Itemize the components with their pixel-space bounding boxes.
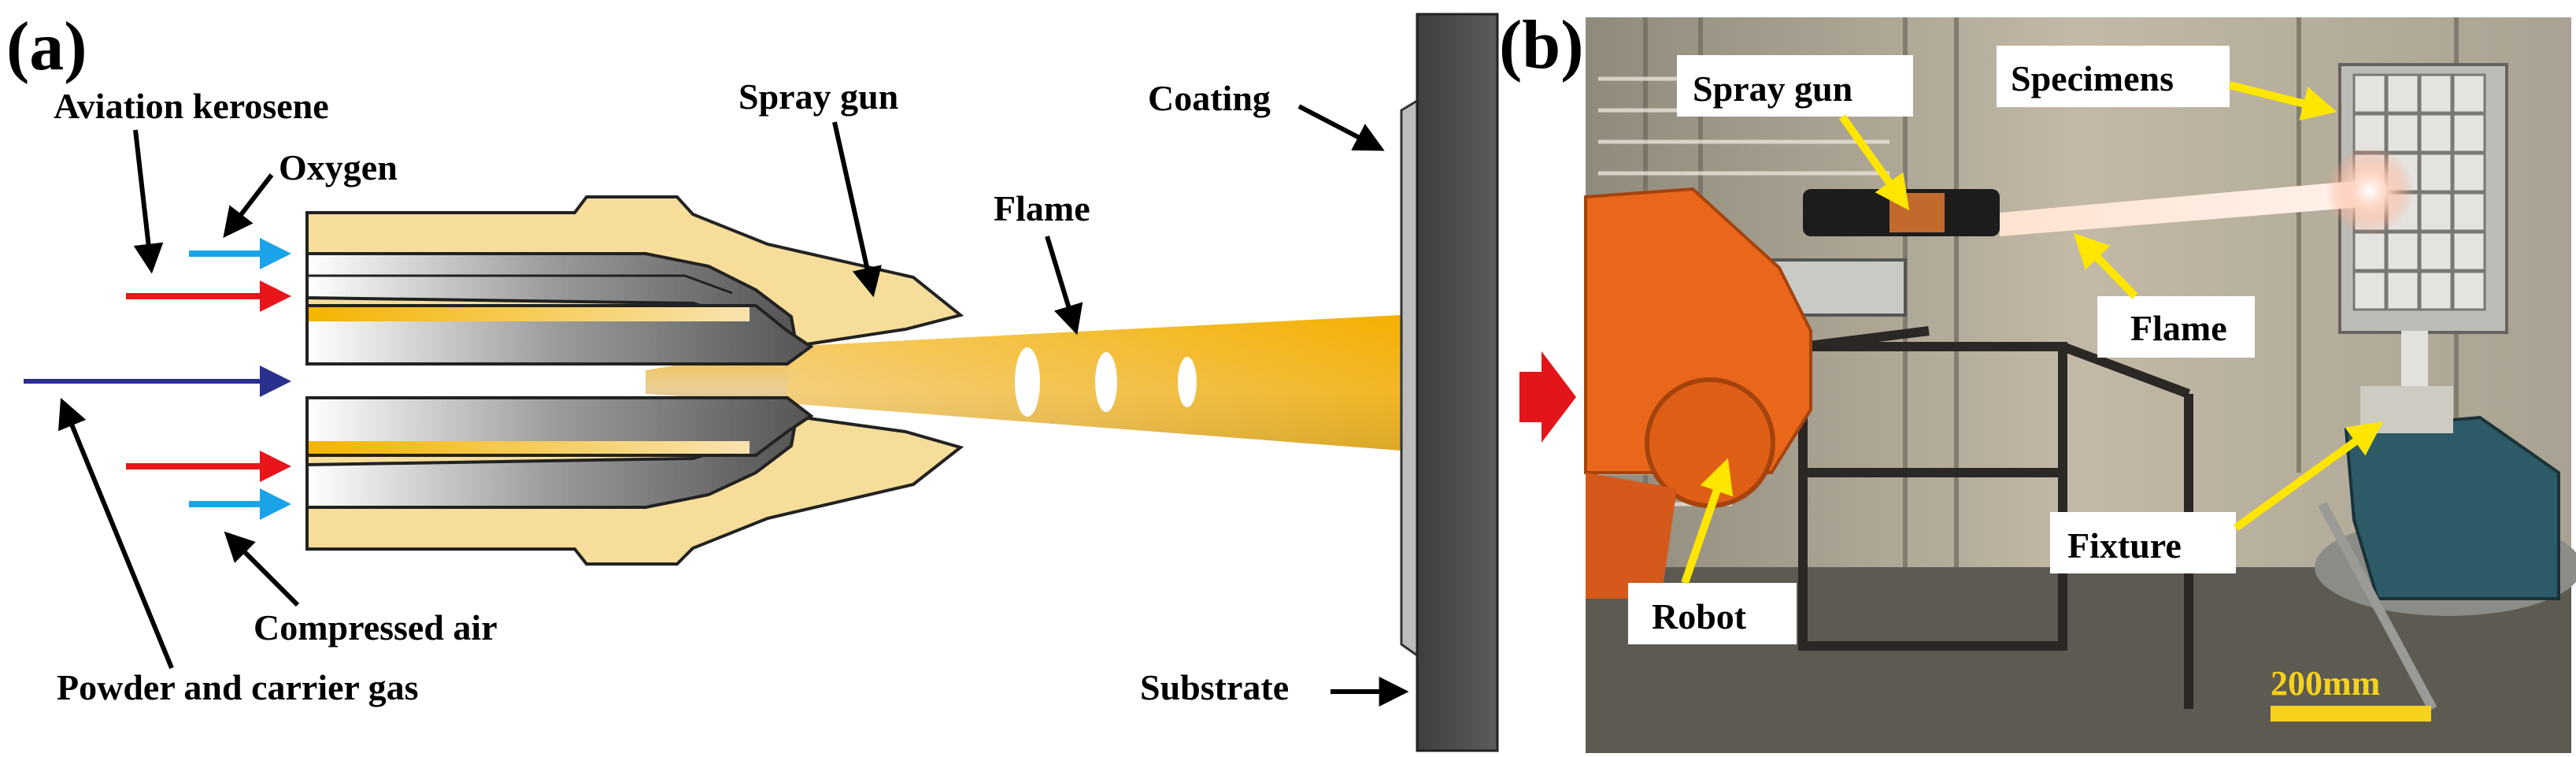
label-spray-gun: Spray gun [738, 76, 898, 117]
pointer-spray-gun [832, 121, 882, 298]
specimen-grid [2352, 73, 2486, 311]
label-compressed-air: Compressed air [254, 607, 498, 648]
label-box-flame [2097, 296, 2255, 358]
photo-label-fixture: Fixture [2067, 525, 2182, 566]
photo-label-robot: Robot [1652, 596, 1747, 636]
panel-a-label: (a) [6, 9, 87, 85]
label-oxygen: Oxygen [279, 147, 398, 187]
label-box-robot [1628, 583, 1797, 644]
pointer-flame [1045, 236, 1083, 336]
pointer-photo-specimens [2228, 81, 2337, 121]
label-substrate: Substrate [1140, 667, 1289, 707]
photo-flame-glow [2326, 147, 2414, 235]
gun-lower-tube-over [305, 396, 814, 457]
pointer-powder [57, 397, 174, 670]
photo-label-specimens: Specimens [2011, 58, 2174, 98]
label-box-specimens [1997, 46, 2230, 107]
pointer-kerosene [133, 129, 164, 274]
label-aviation-kerosene: Aviation kerosene [54, 86, 329, 126]
photo-vise-handle [2318, 502, 2437, 711]
panel-a: (a) Aviati [6, 9, 1499, 752]
label-box-spray-gun [1677, 55, 1913, 117]
pointer-photo-spray-gun [1838, 114, 1910, 211]
pointer-photo-robot [1681, 458, 1734, 584]
pointer-coating [1297, 104, 1385, 151]
photo-flame-beam [2000, 180, 2370, 236]
panel-b-label: (b) [1499, 7, 1584, 83]
scale-bar [2271, 706, 2431, 722]
transition-arrow [1519, 351, 1576, 443]
flame-particle [1015, 347, 1040, 417]
photo-label-spray-gun: Spray gun [1693, 69, 1852, 109]
flame-particle [1178, 357, 1197, 407]
pointer-photo-flame [2073, 232, 2138, 299]
photo-label-flame: Flame [2130, 308, 2227, 348]
gun-upper-metal-line [307, 274, 733, 295]
gun-lower-gold-over [309, 441, 749, 454]
photo-robot-base [1586, 473, 1677, 599]
panel-b: Spray gun Specimens Flame Fixture Robot … [1584, 17, 2576, 753]
photo-vise [2344, 415, 2560, 600]
pointer-oxygen [223, 173, 274, 239]
flame-core [787, 315, 1401, 451]
substrate-plate [1416, 13, 1499, 752]
label-powder: Powder and carrier gas [57, 667, 419, 707]
scale-bar-label: 200mm [2271, 664, 2380, 703]
label-coating: Coating [1148, 78, 1271, 118]
pointer-photo-fixture [2234, 421, 2384, 532]
pointer-compressed-air [224, 531, 300, 607]
gun-upper-gold [309, 307, 749, 321]
label-box-fixture [2050, 512, 2236, 573]
label-flame: Flame [994, 188, 1090, 228]
flame-particle [1095, 352, 1117, 412]
coating-layer [1400, 98, 1419, 658]
